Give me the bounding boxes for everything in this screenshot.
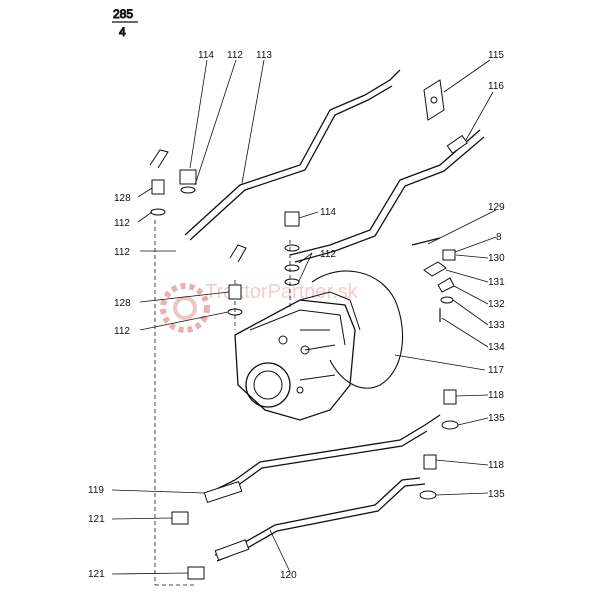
pipe-116-nut <box>446 134 468 154</box>
label-133: 133 <box>488 320 505 331</box>
fitting-128-top <box>149 149 169 216</box>
label-129: 129 <box>488 202 505 213</box>
label-131: 131 <box>488 277 505 288</box>
label-117: 117 <box>488 365 504 376</box>
plug-118-lower <box>419 454 437 500</box>
label-114-top: 114 <box>198 50 214 61</box>
label-121-lower: 121 <box>88 569 105 580</box>
label-135-upper: 135 <box>488 413 505 424</box>
label-112-top: 112 <box>227 50 243 61</box>
plug-118-upper <box>441 389 459 430</box>
label-134: 134 <box>488 342 505 353</box>
gasket-117 <box>311 270 404 389</box>
ref-number-bottom: 4 <box>119 25 126 39</box>
label-118-upper: 118 <box>488 390 504 401</box>
pipe-116 <box>289 129 481 256</box>
label-114-mid: 114 <box>320 207 336 218</box>
label-116: 116 <box>488 81 504 92</box>
fitting-128-mid <box>227 244 247 316</box>
label-118-lower: 118 <box>488 460 504 471</box>
callout-lines <box>111 59 497 575</box>
label-121-upper: 121 <box>88 514 105 525</box>
pipe-119 <box>204 414 441 496</box>
part-labels: 114 112 113 115 116 128 112 114 129 8 11… <box>88 50 505 581</box>
label-135-lower: 135 <box>488 489 505 500</box>
small-parts-cluster <box>411 237 456 322</box>
label-120: 120 <box>280 570 297 581</box>
label-113: 113 <box>256 50 272 61</box>
label-8: 8 <box>496 232 502 243</box>
label-132: 132 <box>488 299 505 310</box>
label-128-mid: 128 <box>114 298 131 309</box>
ref-number-top: 285 <box>113 7 133 21</box>
label-112-left-1: 112 <box>114 218 130 229</box>
watermark-text: TraktorPartner.sk <box>205 281 359 303</box>
watermark-gear-icon <box>160 283 210 333</box>
fitting-121-lower <box>187 566 205 580</box>
label-112-mid: 112 <box>320 249 336 260</box>
label-119: 119 <box>88 485 104 496</box>
housing <box>234 291 361 421</box>
label-112-left-3: 112 <box>114 326 130 337</box>
label-112-left-2: 112 <box>114 247 130 258</box>
fitting-121-upper <box>171 511 189 525</box>
banjo-bolt-114-mid <box>284 211 300 286</box>
pipe-113 <box>184 69 401 236</box>
label-128-top: 128 <box>114 193 131 204</box>
bracket-115 <box>423 79 445 121</box>
label-130: 130 <box>488 253 505 264</box>
label-115: 115 <box>488 50 504 61</box>
banjo-bolt-114-top <box>179 169 197 194</box>
